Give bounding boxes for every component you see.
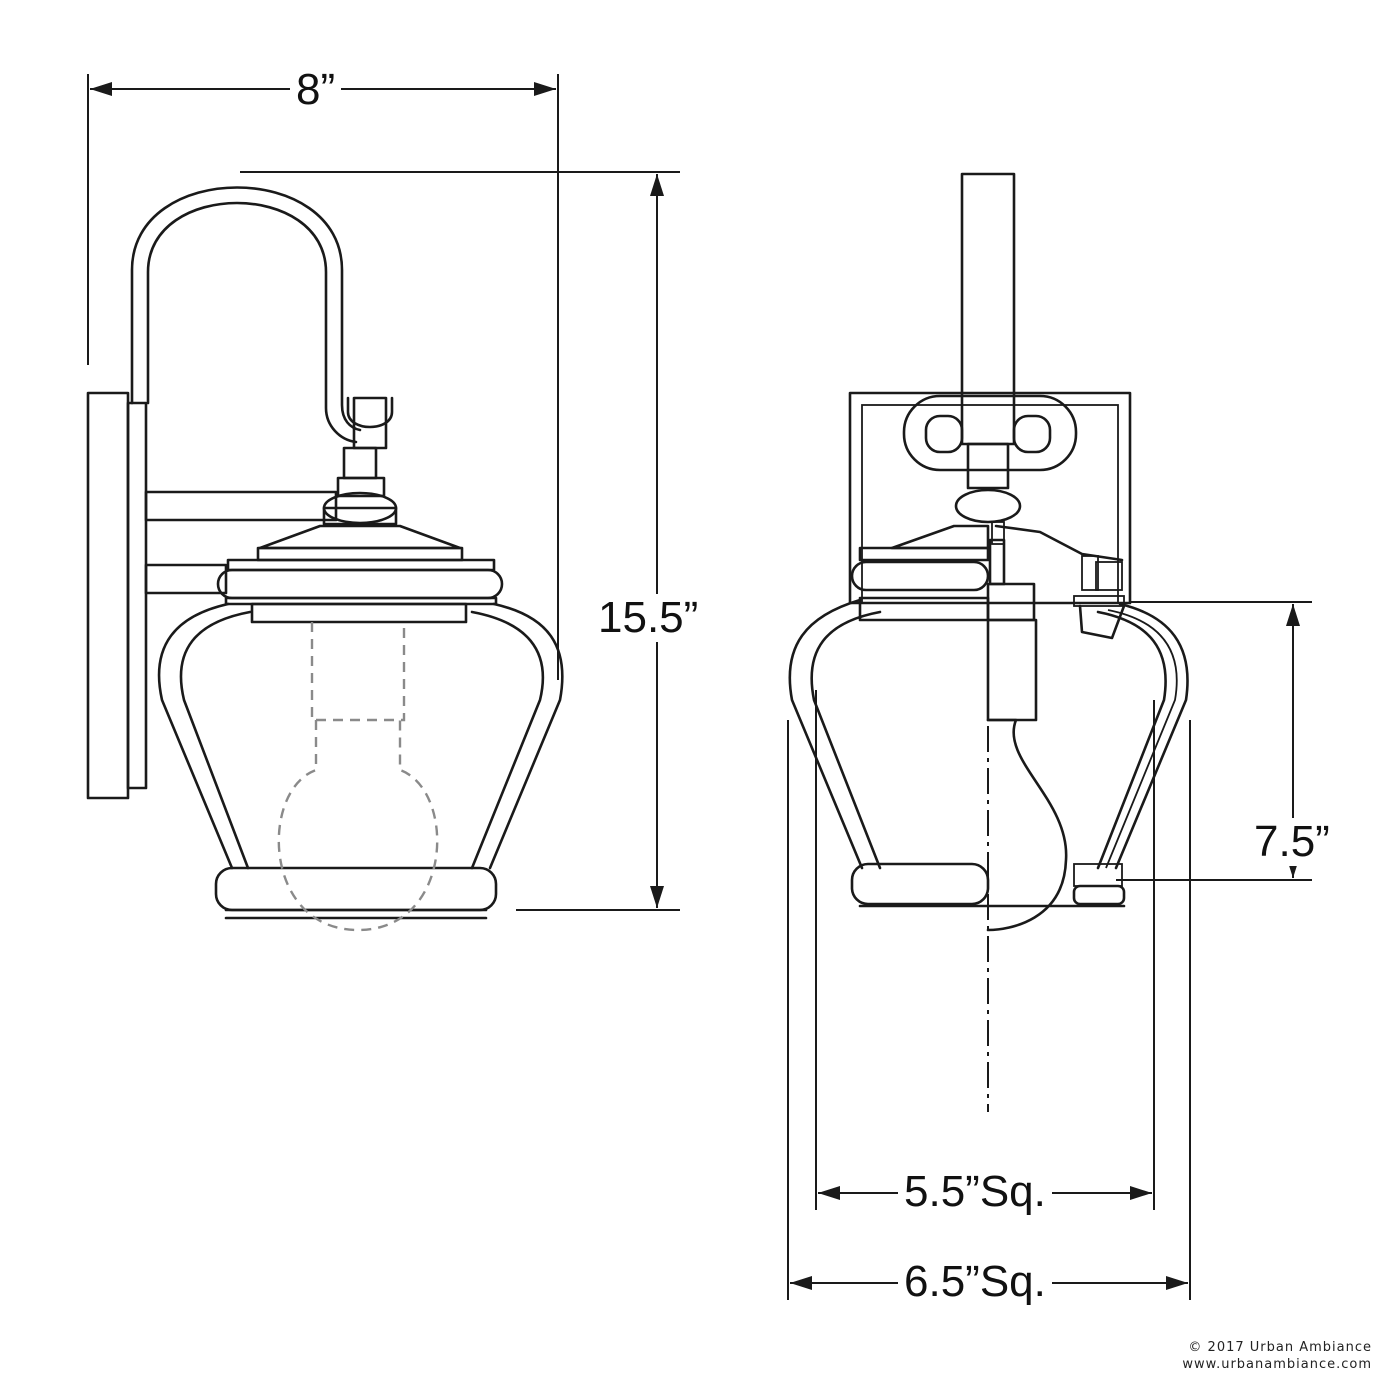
dimension-body-width-label: 5.5”Sq. [898, 1168, 1052, 1216]
dimension-overall-width-label: 6.5”Sq. [898, 1258, 1052, 1306]
website-text: www.urbanambiance.com [1182, 1357, 1372, 1372]
wall-backplate [86, 391, 148, 800]
front-view [788, 172, 1189, 1112]
front-connector [966, 442, 1010, 490]
dimension-lines [87, 74, 1312, 1300]
gooseneck-arm [130, 186, 362, 444]
dimension-height-label: 15.5” [592, 594, 705, 642]
front-glass-left [788, 598, 882, 870]
section-detail [986, 521, 1126, 722]
side-view [86, 186, 564, 932]
mount-loop [902, 394, 1078, 472]
hanging-hook [336, 396, 394, 498]
bulb-outline [277, 622, 439, 932]
lantern-bottom-band [214, 866, 498, 920]
copyright-text: © 2017 Urban Ambiance [1188, 1340, 1372, 1355]
lantern-glass-body [157, 602, 564, 870]
front-bulb [986, 718, 1068, 932]
support-bars [144, 490, 338, 595]
dimension-glass-height-label: 7.5” [1248, 818, 1336, 866]
lantern-top-cap [216, 491, 504, 624]
front-bottom-band [850, 862, 1126, 908]
dimension-width-label: 8” [290, 66, 342, 114]
mount-stem [960, 172, 1016, 446]
front-top-cap [850, 524, 990, 622]
front-glass-right [1096, 602, 1189, 870]
